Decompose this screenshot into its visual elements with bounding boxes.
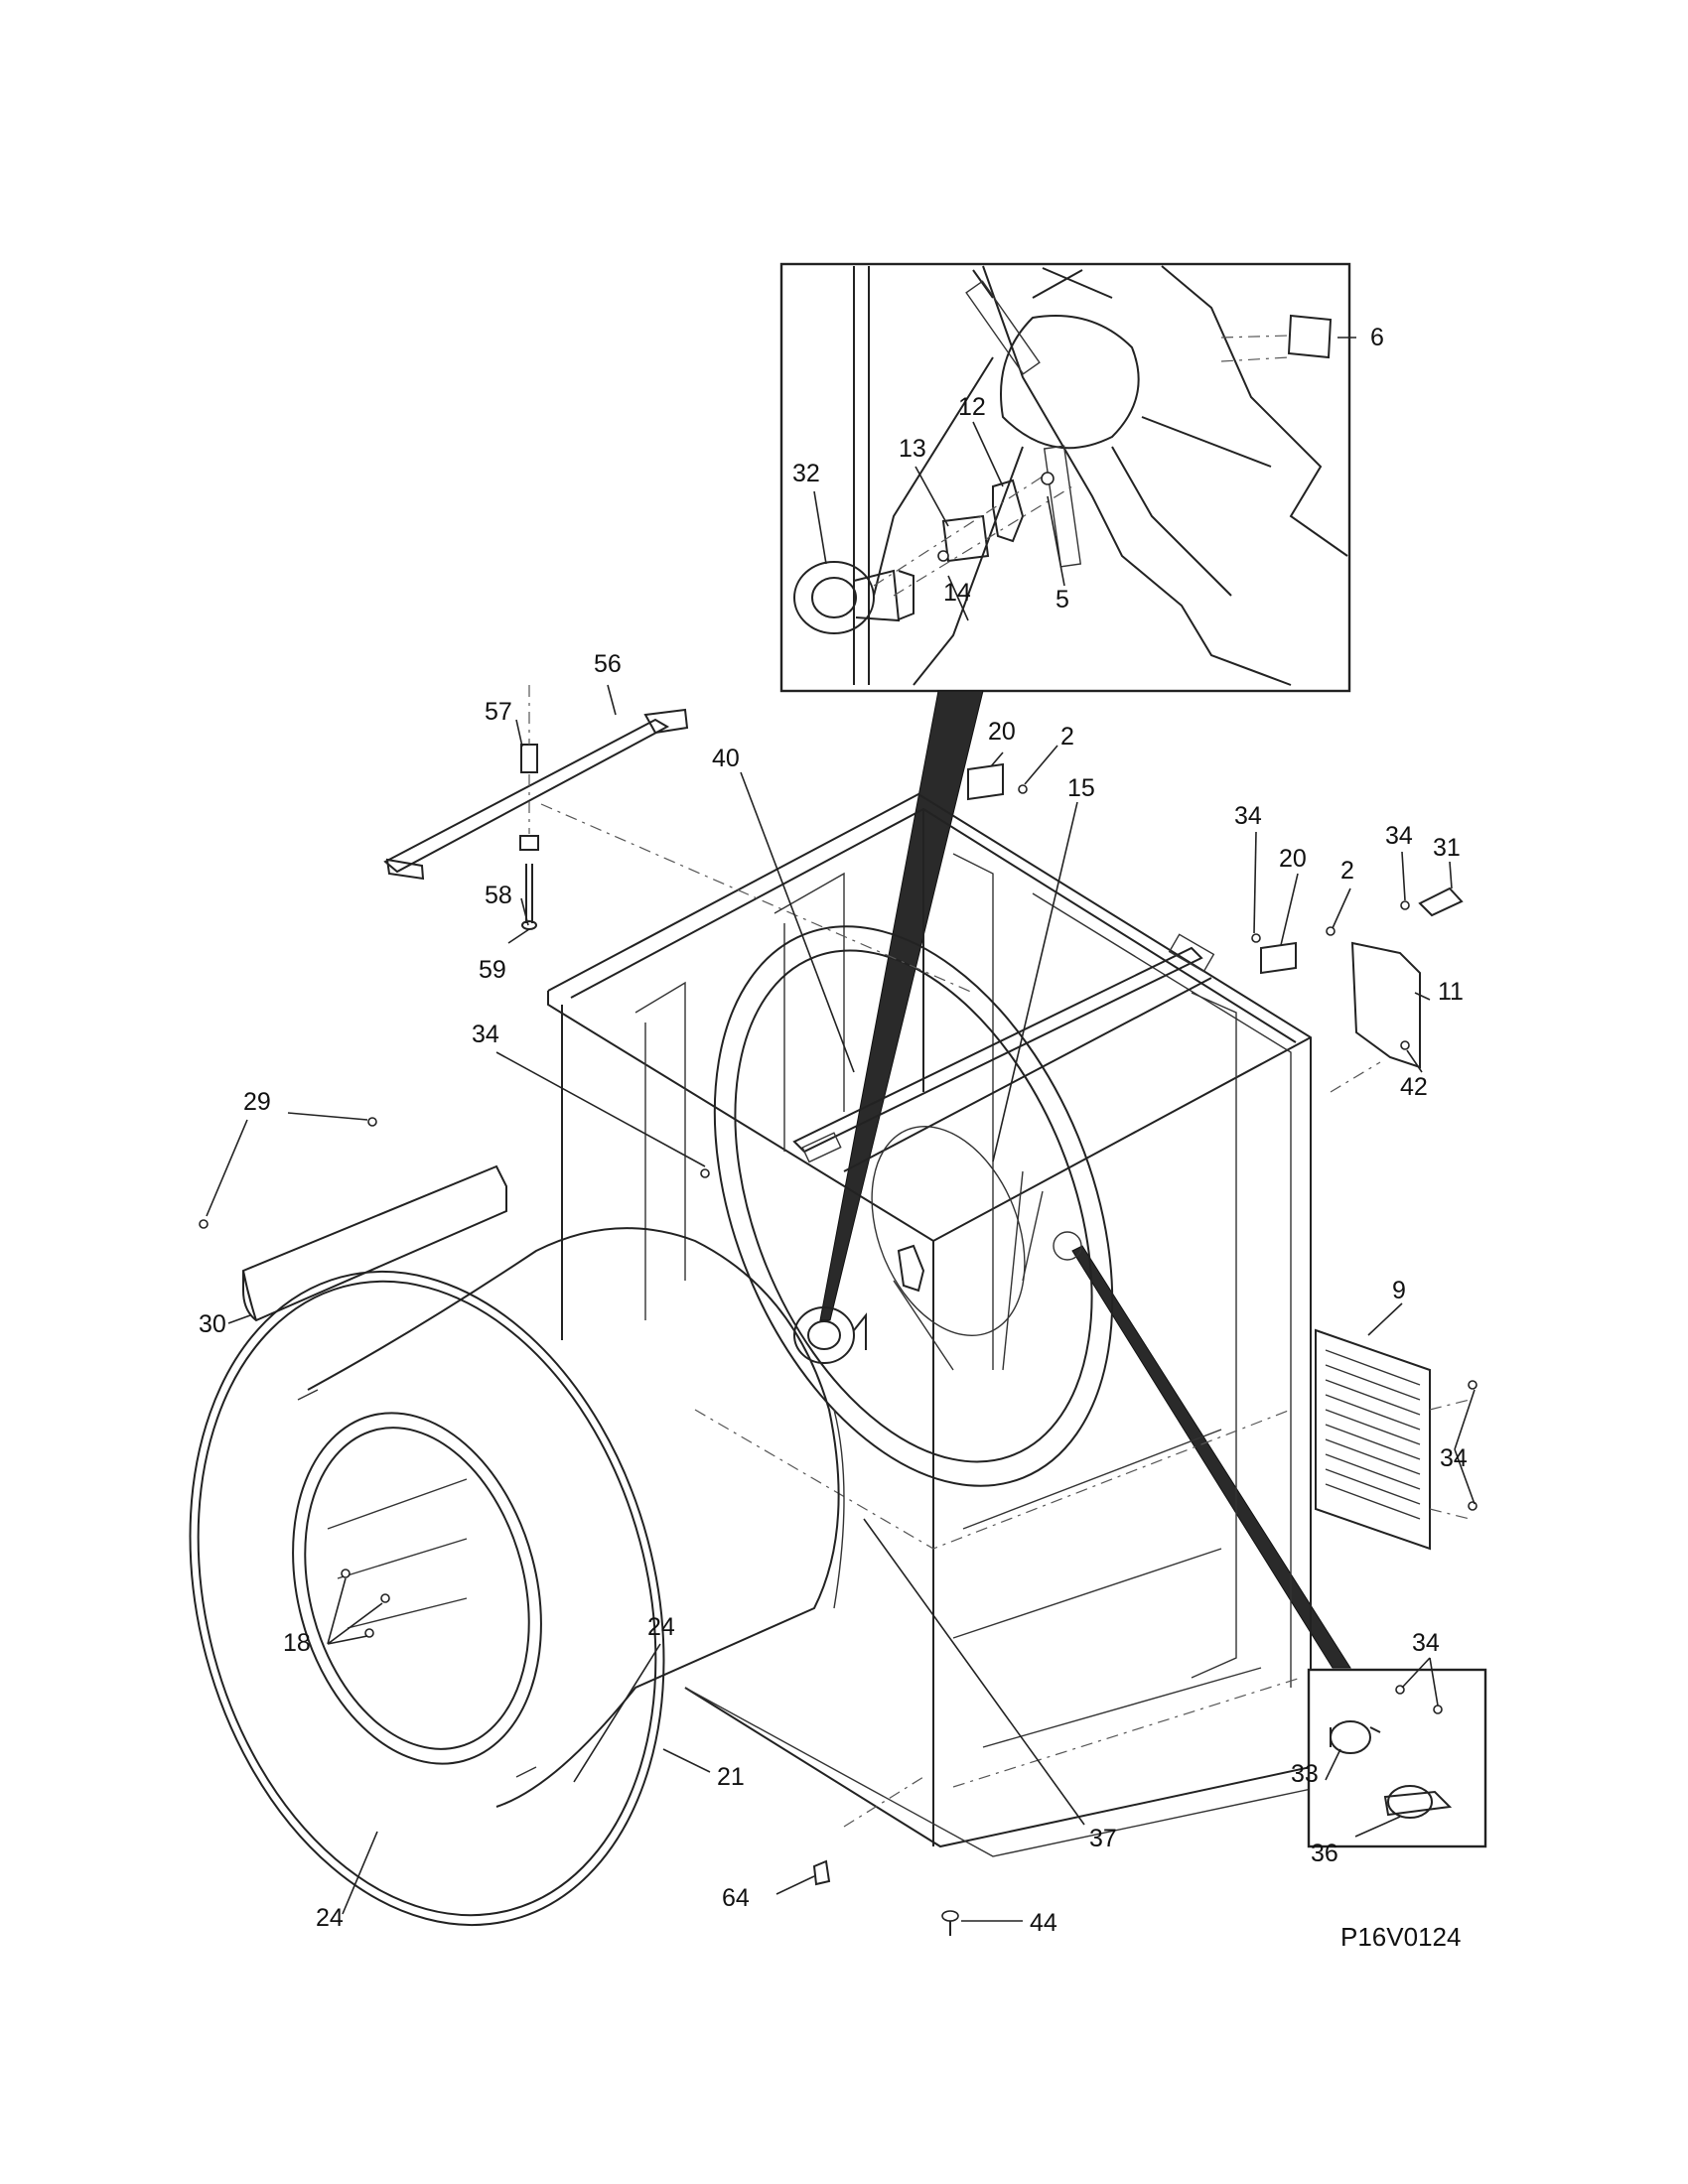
- callout-24: 24: [647, 1613, 675, 1641]
- baffle-part-30: [242, 1164, 507, 1322]
- thermostat-projection-wedge: [1071, 1245, 1351, 1669]
- diagram-code: P16V0124: [1340, 1922, 1461, 1952]
- cabinet-frame: [547, 792, 1322, 1857]
- drum: [189, 1227, 845, 1927]
- callout-14: 14: [943, 579, 971, 607]
- callout-57: 57: [485, 698, 512, 726]
- callout-34: 34: [1440, 1444, 1468, 1472]
- callout-15: 15: [1067, 774, 1095, 802]
- callout-5: 5: [1055, 586, 1069, 614]
- callout-6: 6: [1370, 324, 1384, 351]
- lint-filter-part-9: [1315, 1328, 1471, 1551]
- detail-inset-drum-shaft: [779, 262, 1356, 693]
- screws: [199, 762, 1477, 1936]
- callout-11: 11: [1438, 978, 1464, 1006]
- callout-9: 9: [1392, 1277, 1406, 1304]
- callout-13: 13: [899, 435, 926, 463]
- support-bar-part-56: [383, 685, 689, 930]
- callout-59: 59: [479, 956, 506, 984]
- callout-29: 29: [243, 1088, 271, 1116]
- callout-44: 44: [1030, 1909, 1057, 1937]
- callout-34: 34: [1412, 1629, 1440, 1657]
- callout-12: 12: [958, 393, 986, 421]
- callout-34: 34: [1385, 822, 1413, 850]
- callout-32: 32: [792, 460, 820, 487]
- callout-40: 40: [712, 745, 740, 772]
- callout-21: 21: [717, 1763, 745, 1791]
- callout-34: 34: [1234, 802, 1262, 830]
- callout-20: 20: [1279, 845, 1307, 873]
- callout-20: 20: [988, 718, 1016, 746]
- callout-33: 33: [1291, 1760, 1319, 1788]
- callout-2: 2: [1060, 723, 1074, 751]
- callout-18: 18: [283, 1629, 311, 1657]
- rear-bulkhead: [713, 925, 1114, 1487]
- callout-34: 34: [472, 1021, 499, 1048]
- callout-2: 2: [1340, 857, 1354, 885]
- callout-58: 58: [485, 882, 512, 909]
- callout-24: 24: [316, 1904, 344, 1932]
- callout-36: 36: [1311, 1840, 1338, 1867]
- thermostat-inset: [1307, 1668, 1487, 1848]
- callout-56: 56: [594, 650, 622, 678]
- callout-37: 37: [1089, 1825, 1117, 1852]
- callout-30: 30: [199, 1310, 226, 1338]
- callout-labels: 6 12 13 32 14 5 56 57 20 2 40 15 34 34 3…: [199, 324, 1468, 1952]
- cover-panel-part-11: [1350, 887, 1464, 1069]
- callout-42: 42: [1400, 1073, 1428, 1101]
- callout-64: 64: [722, 1884, 750, 1912]
- leader-lines: [206, 684, 1476, 1922]
- callout-31: 31: [1433, 834, 1461, 862]
